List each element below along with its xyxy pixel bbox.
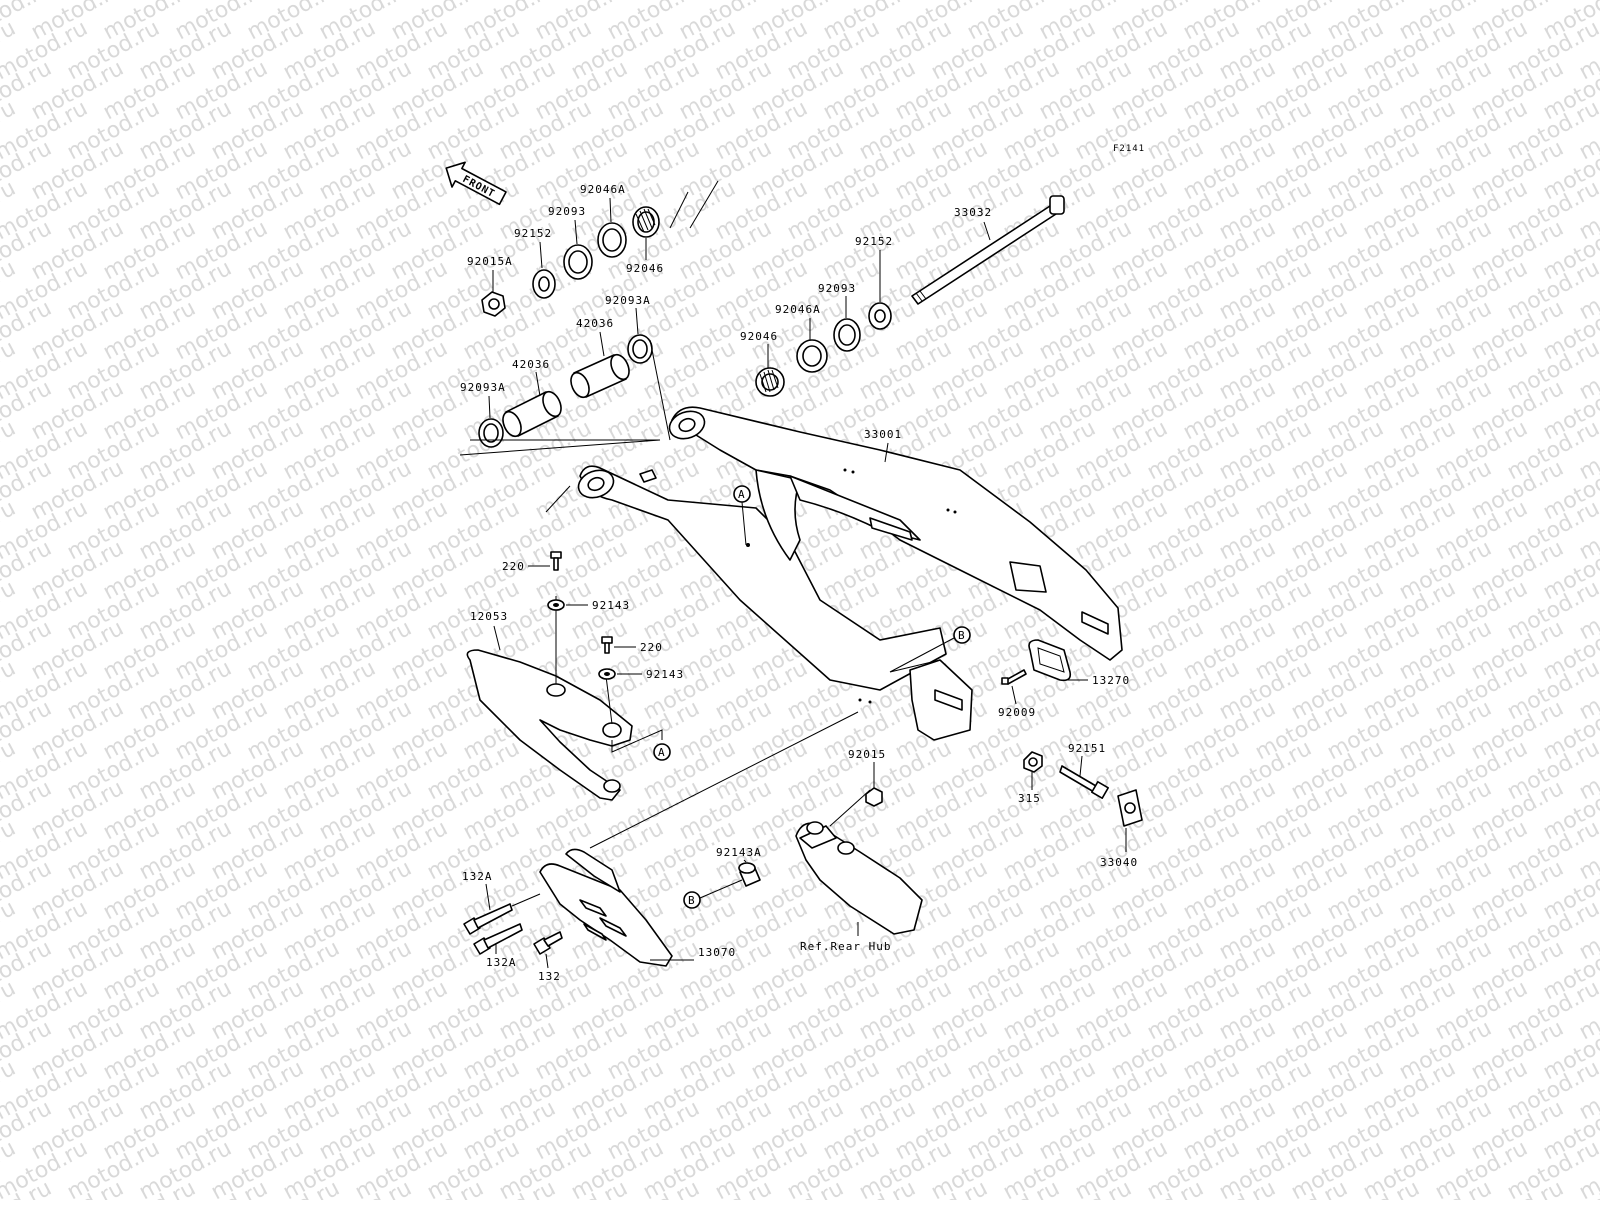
ref-marker-b-spacer: B	[683, 879, 743, 909]
label-13070: 13070	[698, 946, 736, 959]
pivot-shaft-33032	[911, 195, 1065, 305]
left-pivot-hardware	[459, 180, 719, 513]
sleeve-42036-lower	[502, 390, 562, 438]
label-92093a-upper: 92093A	[605, 294, 651, 307]
label-42036-upper: 42036	[576, 317, 614, 330]
label-92143a: 92143A	[716, 846, 762, 859]
label-92046a-right: 92046A	[775, 303, 821, 316]
svg-text:B: B	[958, 629, 966, 642]
svg-text:A: A	[658, 746, 666, 759]
label-92143-lower: 92143	[646, 668, 684, 681]
label-42036-lower: 42036	[512, 358, 550, 371]
bolt-132a-lower	[473, 923, 523, 955]
washer-92143-lower	[598, 668, 616, 680]
label-92046-left: 92046	[626, 262, 664, 275]
svg-text:A: A	[738, 488, 746, 501]
label-92009: 92009	[998, 706, 1036, 719]
bolt-220-upper	[550, 551, 562, 571]
label-33040: 33040	[1100, 856, 1138, 869]
label-92046a-left: 92046A	[580, 183, 626, 196]
plate-13270	[1028, 639, 1072, 682]
label-220-upper: 220	[502, 560, 525, 573]
bolt-132	[533, 931, 563, 955]
label-12053: 12053	[470, 610, 508, 623]
label-92015: 92015	[848, 748, 886, 761]
label-92152-right: 92152	[855, 235, 893, 248]
svg-text:B: B	[688, 894, 696, 907]
seal-92093a-lower	[478, 418, 504, 448]
adjuster-block-33040	[1117, 789, 1143, 827]
label-315: 315	[1018, 792, 1041, 805]
chain-slider-12053	[466, 596, 663, 801]
label-220-lower: 220	[640, 641, 663, 654]
right-pivot-hardware	[755, 195, 1065, 397]
seal-92093a-upper	[627, 334, 653, 364]
seal-92093-left	[563, 244, 593, 280]
sleeve-42036-upper	[570, 353, 630, 399]
ref-marker-a-slider: A	[653, 743, 671, 761]
figure-code: F2141	[1113, 144, 1145, 154]
label-92093-right: 92093	[818, 282, 856, 295]
bearing-92046a-left	[597, 222, 627, 258]
label-13270: 13270	[1092, 674, 1130, 687]
collar-92152-right	[868, 302, 892, 330]
label-92046-right: 92046	[740, 330, 778, 343]
label-92152-left: 92152	[514, 227, 552, 240]
ref-marker-a-swingarm: A	[733, 485, 751, 546]
washer-92143-upper	[547, 599, 565, 611]
bearing-92046a-right	[796, 339, 828, 373]
bearing-92046-right	[755, 367, 785, 397]
rear-chain-guide	[795, 789, 923, 935]
nut-92015a	[481, 291, 506, 317]
bolt-92151	[1059, 765, 1109, 799]
label-33032: 33032	[954, 206, 992, 219]
chain-guide-13070	[539, 848, 694, 967]
label-33001: 33001	[864, 428, 902, 441]
screw-92009	[1001, 669, 1027, 685]
bearing-92046-left	[632, 206, 660, 238]
label-132a-upper: 132A	[462, 870, 493, 883]
ref-marker-b-swingarm: B	[889, 626, 971, 673]
part-labels: 92015A 92152 92093 92046A 92046 92093A 4…	[460, 183, 1138, 983]
nut-315	[1023, 751, 1043, 773]
watermark-text: motod.ru	[1575, 0, 1600, 5]
seal-92093-right	[833, 318, 861, 352]
label-92093a-lower: 92093A	[460, 381, 506, 394]
label-92151: 92151	[1068, 742, 1106, 755]
label-92015a: 92015A	[467, 255, 513, 268]
bolt-132a-upper	[463, 893, 541, 935]
swingarm-33001	[577, 406, 1123, 741]
collar-92152-left	[532, 269, 556, 299]
label-92143-upper: 92143	[592, 599, 630, 612]
label-92093-left: 92093	[548, 205, 586, 218]
spacer-92143a	[738, 862, 761, 887]
label-132a-lower: 132A	[486, 956, 517, 969]
label-132: 132	[538, 970, 561, 983]
bolt-220-lower	[601, 636, 613, 654]
label-ref-rear-hub: Ref.Rear Hub	[800, 940, 891, 953]
